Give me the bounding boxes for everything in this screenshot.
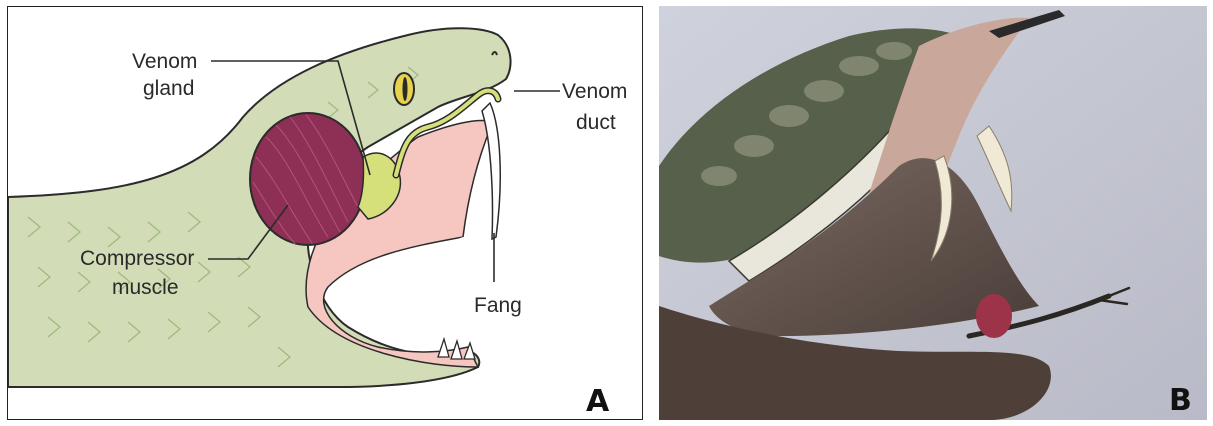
label-venom-gland-1: Venom: [132, 50, 197, 73]
snake-head-diagram: Venom gland Venom duct Compressor muscle…: [8, 7, 641, 418]
fang: [482, 103, 500, 239]
panel-letter-b: B: [1169, 383, 1192, 418]
panel-letter-a: A: [586, 384, 610, 418]
label-venom-gland-2: gland: [143, 77, 194, 100]
label-fang: Fang: [474, 294, 522, 317]
tongue-sheath: [976, 294, 1012, 338]
label-venom-duct-1: Venom: [562, 80, 627, 103]
snake-photo: B: [659, 6, 1207, 420]
compressor-muscle: [250, 113, 366, 245]
label-compressor-2: muscle: [112, 276, 179, 299]
label-compressor-1: Compressor: [80, 247, 194, 270]
diagram-panel-a: Venom gland Venom duct Compressor muscle…: [7, 6, 643, 420]
label-venom-duct-2: duct: [576, 111, 616, 134]
photo-panel-b: B: [659, 6, 1207, 420]
